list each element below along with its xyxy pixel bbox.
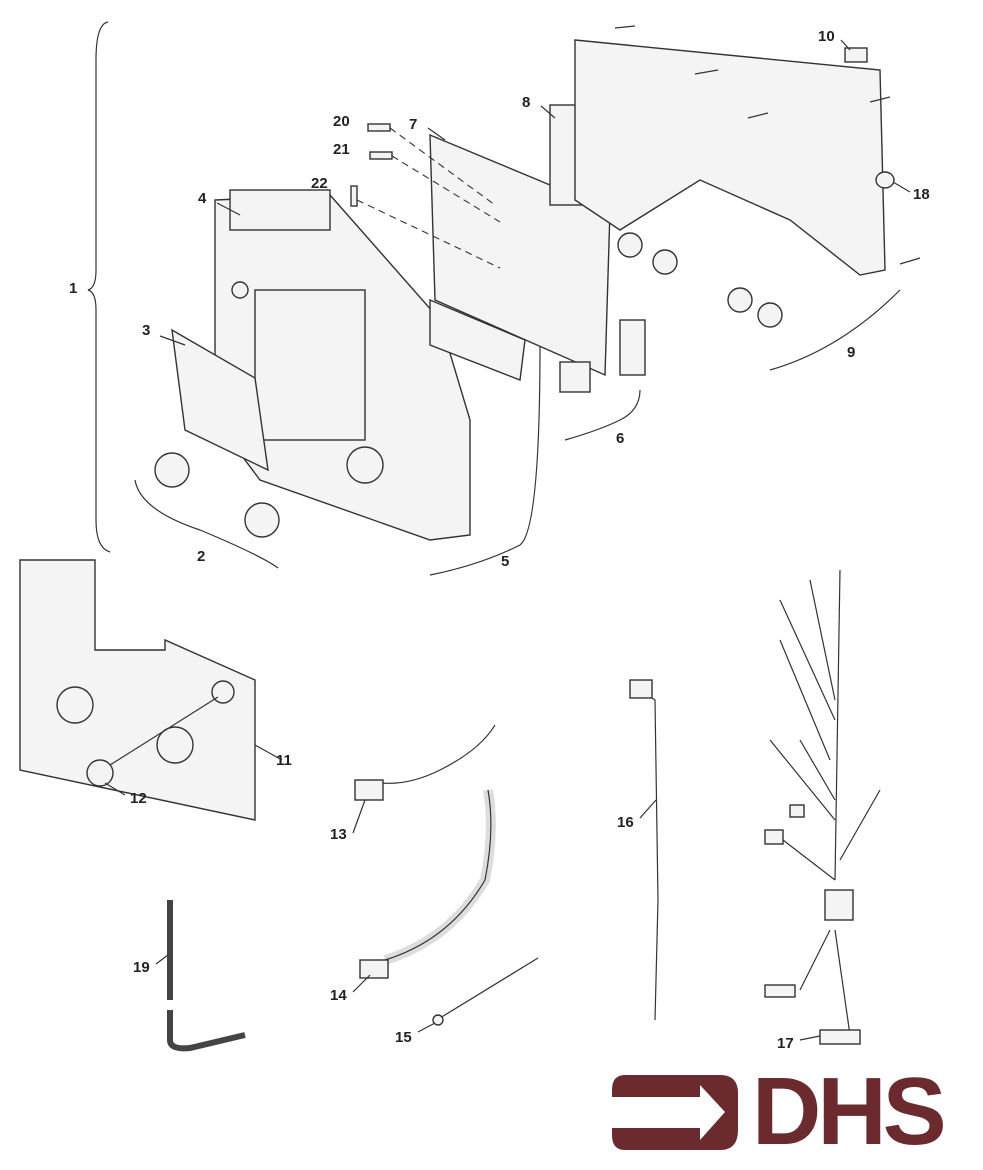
part-6-connector [559, 361, 591, 393]
part-2-knob-left [154, 452, 190, 488]
callout-6: 6 [616, 430, 625, 447]
part-19-sensor [167, 900, 246, 1052]
part-21-fuse [369, 151, 393, 160]
part-7-bracket [429, 298, 526, 381]
callout-17: 17 [777, 1035, 794, 1052]
part-11-fascia [19, 559, 256, 821]
part-2-knob-right [244, 502, 280, 538]
callout-15: 15 [395, 1029, 412, 1046]
callout-13: 13 [330, 826, 347, 843]
part-14-cable [383, 789, 496, 965]
callout-5: 5 [501, 553, 510, 570]
brace-2 [134, 479, 279, 569]
callout-9: 9 [847, 344, 856, 361]
part-10-clip [844, 47, 868, 63]
part-17-harness [764, 569, 881, 1045]
dhs-logo [612, 1075, 738, 1150]
part-20-fuse [367, 123, 391, 132]
leader-lines [104, 39, 911, 1041]
callout-19: 19 [133, 959, 150, 976]
part-13-connector [354, 779, 384, 801]
part-5-housing [214, 189, 471, 541]
callout-20: 20 [333, 113, 350, 130]
callout-10: 10 [818, 28, 835, 45]
fascia-knob-hole-left [56, 686, 94, 724]
part-13-harness [364, 724, 496, 784]
part-18-grommet [875, 171, 895, 189]
part-16-mains-lead [639, 689, 659, 1021]
callout-1: 1 [69, 280, 78, 297]
part-6-terminal [619, 319, 646, 376]
part-22-fuse [350, 185, 358, 207]
callout-14: 14 [330, 987, 347, 1004]
brace-9 [769, 289, 901, 371]
callout-3: 3 [142, 322, 151, 339]
callout-18: 18 [913, 186, 930, 203]
screws [614, 25, 921, 265]
callout-16: 16 [617, 814, 634, 831]
dhs-logo-text: DHS [752, 1058, 947, 1165]
part-3-cover [171, 328, 269, 472]
callout-22: 22 [311, 175, 328, 192]
callout-12: 12 [130, 790, 147, 807]
brace-5 [429, 344, 541, 576]
part-12-lens [86, 759, 114, 787]
brace-6 [564, 389, 641, 441]
callout-21: 21 [333, 141, 350, 158]
callout-2: 2 [197, 548, 206, 565]
callout-11: 11 [276, 752, 292, 769]
callout-4: 4 [198, 190, 207, 207]
part-14-sensor [359, 959, 389, 979]
part-9-frame [574, 39, 886, 328]
part-15-earth-lead [439, 957, 539, 1019]
fascia-knob-hole-right [156, 726, 194, 764]
callout-8: 8 [522, 94, 531, 111]
brace-1 [87, 21, 111, 553]
callout-7: 7 [409, 116, 418, 133]
fascia-lamp-hole [211, 680, 235, 704]
